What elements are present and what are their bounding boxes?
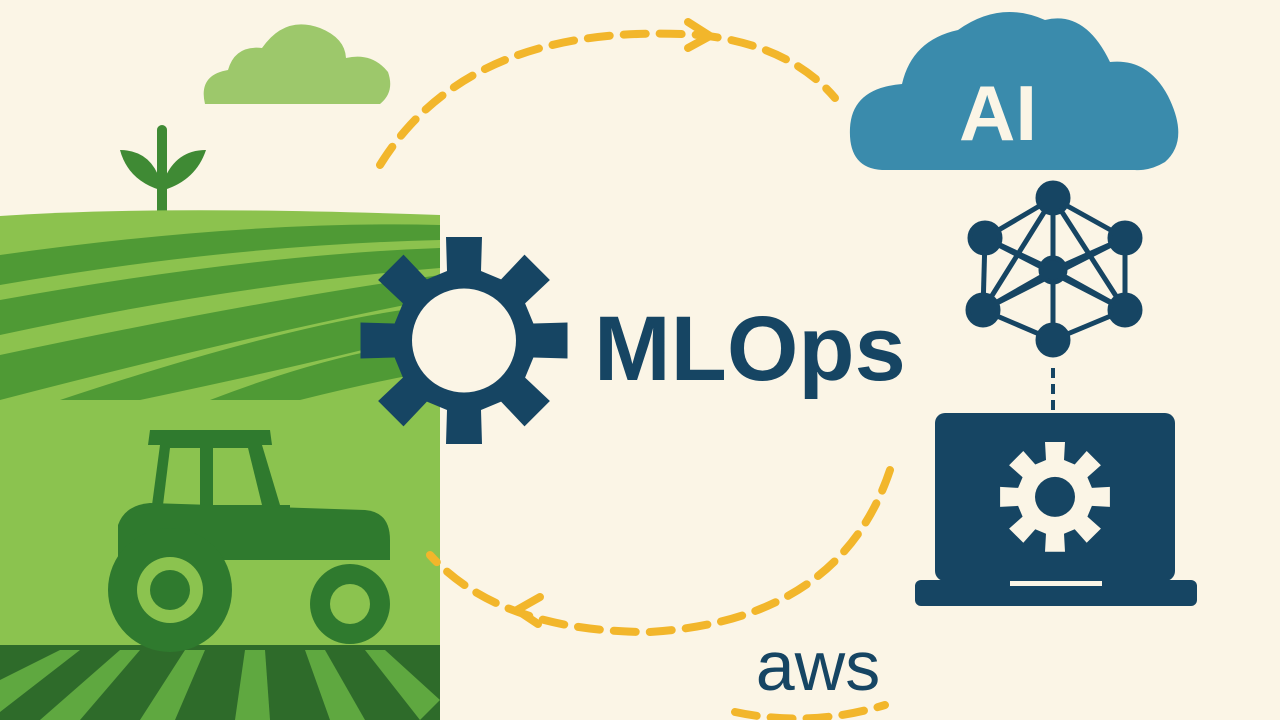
arrow-head bbox=[513, 18, 714, 628]
ai-label: AI bbox=[959, 69, 1037, 157]
gear-icon bbox=[360, 237, 568, 444]
aws-logo: aws bbox=[756, 627, 880, 705]
sprout-icon bbox=[120, 125, 206, 233]
aws-label: aws bbox=[756, 627, 880, 705]
laptop-gear-icon bbox=[1000, 442, 1110, 552]
cycle-arrows bbox=[376, 29, 894, 720]
tractor-icon bbox=[108, 430, 390, 652]
mlops-label: MLOps bbox=[594, 298, 906, 400]
neural-network-icon bbox=[965, 180, 1143, 358]
ai-cloud-icon: AI bbox=[849, 12, 1179, 171]
cloud-icon bbox=[203, 24, 391, 104]
